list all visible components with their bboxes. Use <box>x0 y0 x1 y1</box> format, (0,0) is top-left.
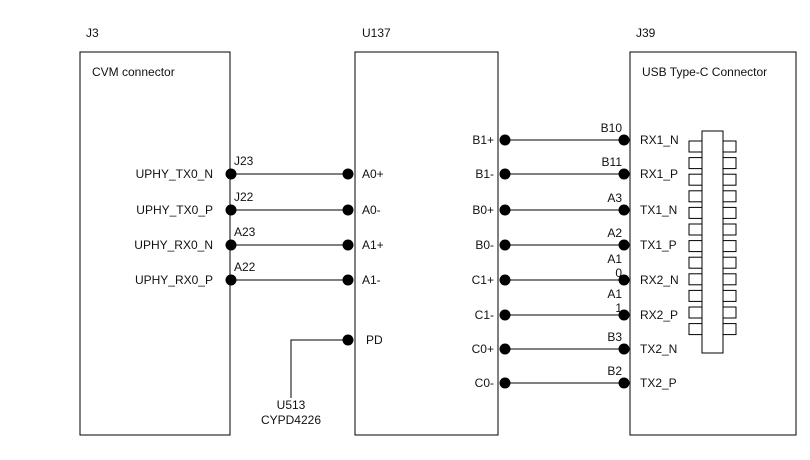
u137-pin-label: A1- <box>362 273 381 287</box>
u137-pin-dot <box>499 168 511 180</box>
j3-ref: J3 <box>86 26 99 40</box>
j3-box <box>79 51 231 436</box>
j39-pin-number: B11 <box>602 155 623 169</box>
j3-signal-label: UPHY_RX0_N <box>134 238 213 252</box>
j39-signal-label: TX2_N <box>640 342 677 356</box>
u137-pin-dot <box>342 334 354 346</box>
j3-signal-label: UPHY_TX0_N <box>136 167 213 181</box>
j39-pin-number: A3 <box>607 191 622 205</box>
j3-signal-label: UPHY_TX0_P <box>136 203 213 217</box>
j3-title: CVM connector <box>92 65 175 79</box>
u137-pin-dot <box>499 204 511 216</box>
j39-signal-label: TX1_N <box>640 203 677 217</box>
j39-pin-dot <box>618 168 630 180</box>
u137-pin-label: C0+ <box>472 342 494 356</box>
j3-pin-dot <box>225 204 237 216</box>
j39-pin-number: B2 <box>607 364 622 378</box>
u137-pin-label: B1- <box>475 167 494 181</box>
j39-signal-label: RX1_P <box>640 167 678 181</box>
u137-ref: U137 <box>362 26 391 40</box>
j39-title: USB Type-C Connector <box>642 65 767 79</box>
u137-pin-label: C0- <box>475 376 494 390</box>
u137-pin-dot <box>499 274 511 286</box>
j3-pin-number: J23 <box>234 154 254 168</box>
j3-signal-label: UPHY_RX0_P <box>135 273 213 287</box>
j39-pin-dot <box>618 309 630 321</box>
u137-pin-label: PD <box>366 333 383 347</box>
j39-signal-label: TX1_P <box>640 238 677 252</box>
u137-pin-dot <box>499 377 511 389</box>
u137-pin-dot <box>342 168 354 180</box>
u137-pin-label: C1+ <box>472 273 494 287</box>
u137-pin-label: A0- <box>362 203 381 217</box>
j3-pin-dot <box>225 168 237 180</box>
j39-signal-label: TX2_P <box>640 376 677 390</box>
u137-pin-label: B1+ <box>472 133 494 147</box>
j39-pin-number: B3 <box>607 330 622 344</box>
u137-pin-label: B0- <box>475 238 494 252</box>
u137-pin-label: A1+ <box>362 238 384 252</box>
u137-pin-dot <box>499 309 511 321</box>
usb-c-receptacle-icon <box>688 130 737 354</box>
j39-signal-label: RX2_P <box>640 308 678 322</box>
j39-pin-dot <box>618 343 630 355</box>
u137-pin-dot <box>499 343 511 355</box>
u137-box <box>354 51 499 436</box>
j3-pin-dot <box>225 239 237 251</box>
j39-pin-number: B10 <box>601 121 623 135</box>
j39-pin-dot <box>618 274 630 286</box>
j3-pin-number: A23 <box>234 225 256 239</box>
u137-pin-dot <box>499 134 511 146</box>
u513-ref: U513 <box>277 398 306 412</box>
u137-pin-dot <box>499 239 511 251</box>
j39-signal-label: RX2_N <box>640 273 679 287</box>
j3-pin-dot <box>225 274 237 286</box>
j39-pin-dot <box>618 377 630 389</box>
j3-pin-number: A22 <box>234 260 256 274</box>
j3-pin-number: J22 <box>234 190 254 204</box>
j39-pin-dot <box>618 134 630 146</box>
j39-signal-label: RX1_N <box>640 133 679 147</box>
j39-pin-dot <box>618 239 630 251</box>
j39-pin-number: A2 <box>607 226 622 240</box>
pd-wire <box>290 339 348 398</box>
u137-pin-dot <box>342 239 354 251</box>
u137-pin-label: C1- <box>475 308 494 322</box>
u513-part: CYPD4226 <box>261 413 321 427</box>
u137-pin-label: A0+ <box>362 167 384 181</box>
u137-pin-dot <box>342 274 354 286</box>
u137-pin-dot <box>342 204 354 216</box>
j39-ref: J39 <box>636 26 656 40</box>
u137-pin-label: B0+ <box>472 203 494 217</box>
j39-pin-dot <box>618 204 630 216</box>
